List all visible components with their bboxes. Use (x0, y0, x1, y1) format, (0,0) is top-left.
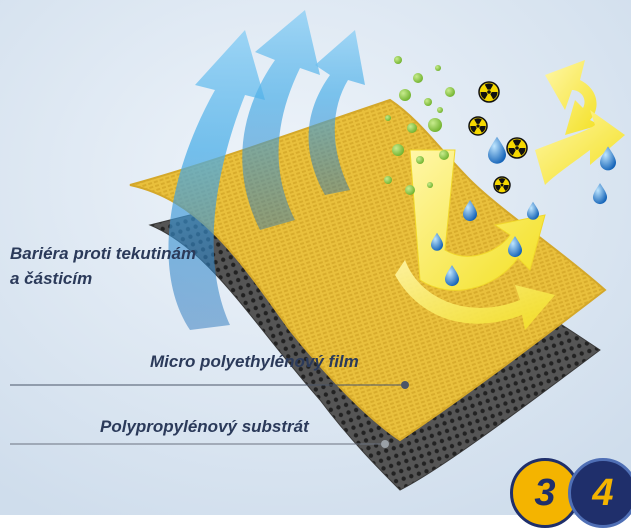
water-drop-icon (593, 183, 607, 205)
particle-dot-icon (392, 144, 404, 156)
diagram-canvas (0, 0, 631, 515)
particle-dot-icon (427, 182, 433, 188)
film-callout-dot (401, 381, 409, 389)
radiation-hazard-icon (506, 137, 528, 159)
particle-dot-icon (428, 118, 442, 132)
particle-dot-icon (405, 185, 415, 195)
radiation-hazard-icon (468, 116, 488, 136)
air-flow-arrow-icon (308, 30, 365, 195)
air-flow-arrow-icon (168, 30, 265, 330)
water-drop-icon (600, 146, 616, 171)
radiation-hazard-icon (493, 176, 511, 194)
water-drop-icon (508, 236, 522, 258)
particle-dot-icon (445, 87, 455, 97)
particle-dot-icon (385, 115, 391, 121)
film-label: Micro polyethylénový film (150, 352, 359, 371)
particle-dot-icon (413, 73, 423, 83)
water-drop-icon (445, 265, 459, 287)
liquid-deflect-arrow-icon (535, 110, 625, 185)
particle-dot-icon (435, 65, 441, 71)
fabric-layers-diagram (0, 0, 631, 515)
particle-dot-icon (394, 56, 402, 64)
liquid-deflect-arrow-icon (545, 60, 600, 135)
liquid-deflect-arrows (395, 60, 625, 330)
barrier-label-line2: a částicím (10, 269, 93, 288)
particle-dot-icon (384, 176, 392, 184)
substrate-label: Polypropylénový substrát (100, 417, 309, 436)
particle-dot-icon (407, 123, 417, 133)
liquid-deflect-arrow-icon (395, 260, 555, 330)
water-drop-icon (463, 200, 477, 222)
particle-dot-icon (424, 98, 432, 106)
particles (384, 56, 455, 195)
particle-dot-icon (439, 150, 449, 160)
water-drop-icon (527, 201, 539, 220)
barrier-label-line1: Bariéra proti tekutinám (10, 244, 197, 263)
particle-dot-icon (416, 156, 424, 164)
badge-4: 4 (568, 458, 631, 528)
air-flow-arrows (168, 10, 365, 330)
water-drop-icon (488, 136, 506, 164)
radiation-hazard-icon (478, 81, 500, 103)
particle-dot-icon (437, 107, 443, 113)
water-drops (431, 136, 616, 287)
substrate-callout-dot (381, 440, 389, 448)
particle-dot-icon (399, 89, 411, 101)
water-drop-icon (431, 232, 443, 251)
radiation-symbols (468, 81, 528, 194)
air-flow-arrow-icon (242, 10, 320, 230)
